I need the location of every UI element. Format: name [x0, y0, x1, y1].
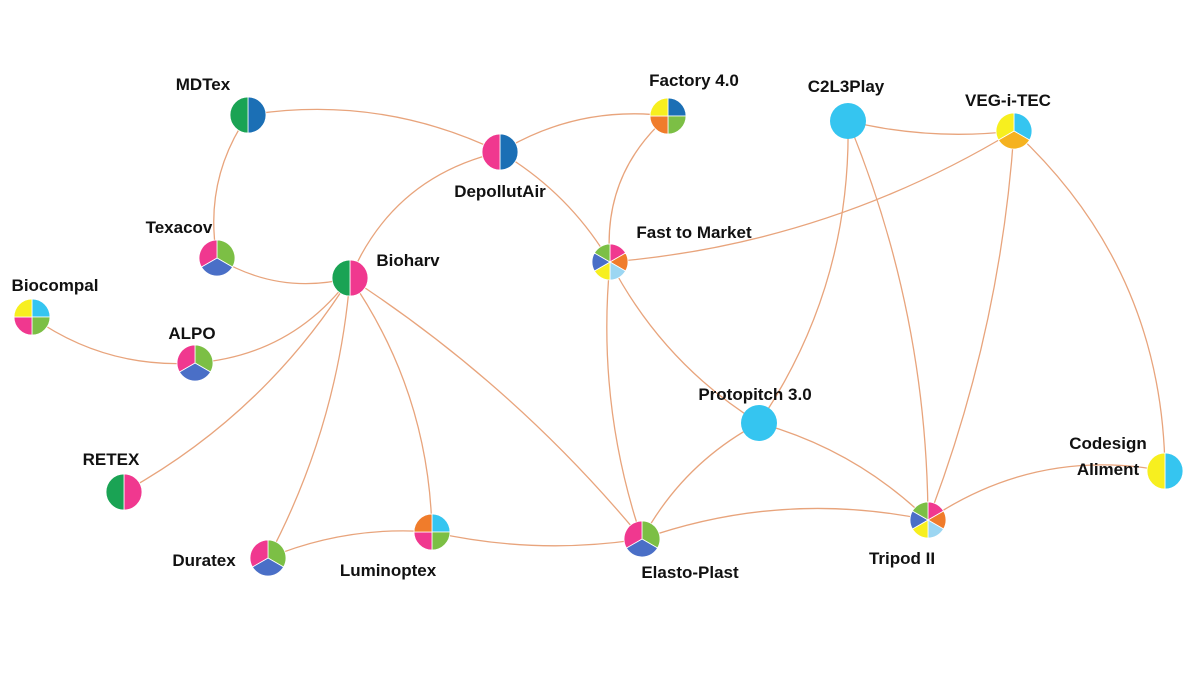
node-slice: [13, 316, 33, 336]
node-fasttomarket[interactable]: [591, 243, 629, 281]
node-depollutair[interactable]: [481, 133, 519, 171]
edge-vegitec-codesign: [1013, 130, 1166, 472]
node-mdtex[interactable]: [229, 96, 267, 134]
label-tripod: Tripod II: [869, 549, 935, 568]
node-elastoplast[interactable]: [623, 520, 661, 558]
node-tripod[interactable]: [909, 501, 947, 539]
node-slice: [667, 97, 687, 117]
node-biocompal[interactable]: [13, 298, 51, 336]
edge-elastoplast-tripod: [641, 507, 929, 540]
node-slice: [229, 96, 249, 134]
edge-c2l3play-protopitch: [758, 120, 849, 424]
node-slice: [593, 243, 611, 263]
node-slice: [431, 531, 451, 551]
node-slice: [995, 112, 1015, 141]
node-slice: [911, 501, 929, 521]
node-slice: [331, 259, 351, 297]
label-luminoptex: Luminoptex: [340, 561, 437, 580]
node-retex[interactable]: [105, 473, 143, 511]
edge-fasttomarket-protopitch: [609, 261, 760, 424]
label-factory: Factory 4.0: [649, 71, 739, 90]
node-slice: [200, 257, 234, 277]
node-slice: [997, 130, 1031, 150]
node-slice: [349, 259, 369, 297]
edge-luminoptex-bioharv: [349, 277, 433, 533]
edge-protopitch-tripod: [758, 422, 929, 521]
edge-retex-bioharv: [123, 277, 351, 493]
edge-c2l3play-vegitec: [847, 120, 1015, 135]
edge-mdtex-texacov: [213, 114, 249, 259]
edge-vegitec-tripod: [927, 130, 1015, 521]
node-slice: [499, 133, 519, 171]
node-slice: [249, 539, 269, 568]
label-retex: RETEX: [83, 450, 140, 469]
node-slice: [198, 239, 218, 268]
nodes: [13, 96, 1184, 577]
edge-duratex-luminoptex: [267, 530, 433, 559]
node-alpo[interactable]: [176, 344, 214, 382]
node-slice: [413, 531, 433, 551]
node-texacov[interactable]: [198, 239, 236, 277]
node-slice: [247, 96, 267, 134]
node-slice: [625, 538, 659, 558]
label-protopitch: Protopitch 3.0: [698, 385, 811, 404]
node-slice: [431, 513, 451, 533]
edge-depollutair-fasttomarket: [499, 151, 611, 263]
node-slice: [830, 103, 866, 139]
edge-bioharv-depollutair: [349, 151, 501, 279]
node-c2l3play[interactable]: [830, 103, 866, 139]
label-elastoplast: Elasto-Plast: [641, 563, 739, 582]
node-slice: [178, 362, 212, 382]
node-factory[interactable]: [649, 97, 687, 135]
node-slice: [623, 520, 643, 549]
edge-factory-fasttomarket: [608, 115, 669, 263]
node-slice: [176, 344, 196, 373]
node-luminoptex[interactable]: [413, 513, 451, 551]
node-slice: [1164, 452, 1184, 490]
edge-fasttomarket-vegitec: [609, 130, 1015, 263]
node-slice: [649, 97, 669, 117]
label-biocompal: Biocompal: [12, 276, 99, 295]
label-c2l3play: C2L3Play: [808, 77, 885, 96]
node-slice: [31, 298, 51, 318]
edge-texacov-bioharv: [216, 257, 351, 285]
edge-biocompal-alpo: [31, 316, 196, 365]
node-vegitec[interactable]: [995, 112, 1033, 150]
edge-duratex-bioharv: [267, 277, 351, 559]
edge-fasttomarket-elastoplast: [606, 261, 643, 540]
edge-bioharv-elastoplast: [349, 277, 643, 540]
node-slice: [251, 557, 285, 577]
node-duratex[interactable]: [249, 539, 287, 577]
label-texacov: Texacov: [146, 218, 213, 237]
label-mdtex: MDTex: [176, 75, 231, 94]
edge-luminoptex-elastoplast: [431, 531, 643, 547]
node-bioharv[interactable]: [331, 259, 369, 297]
edge-c2l3play-tripod: [847, 120, 929, 521]
label-alpo: ALPO: [168, 324, 215, 343]
label-bioharv: Bioharv: [376, 251, 440, 270]
edge-mdtex-depollutair: [247, 108, 501, 153]
node-slice: [413, 513, 433, 533]
node-slice: [1146, 452, 1166, 490]
node-slice: [31, 316, 51, 336]
label-duratex: Duratex: [172, 551, 236, 570]
label-vegitec: VEG-i-TEC: [965, 91, 1051, 110]
node-slice: [667, 115, 687, 135]
node-slice: [13, 298, 33, 318]
node-codesign[interactable]: [1146, 452, 1184, 490]
node-slice: [481, 133, 501, 171]
label-fasttomarket: Fast to Market: [636, 223, 752, 242]
edge-tripod-codesign: [927, 464, 1166, 521]
label-depollutair: DepollutAir: [454, 182, 546, 201]
node-slice: [741, 405, 777, 441]
edge-depollutair-factory: [499, 113, 669, 153]
edge-protopitch-elastoplast: [641, 422, 760, 540]
node-protopitch[interactable]: [741, 405, 777, 441]
node-slice: [123, 473, 143, 511]
edge-alpo-bioharv: [194, 277, 351, 364]
node-slice: [105, 473, 125, 511]
